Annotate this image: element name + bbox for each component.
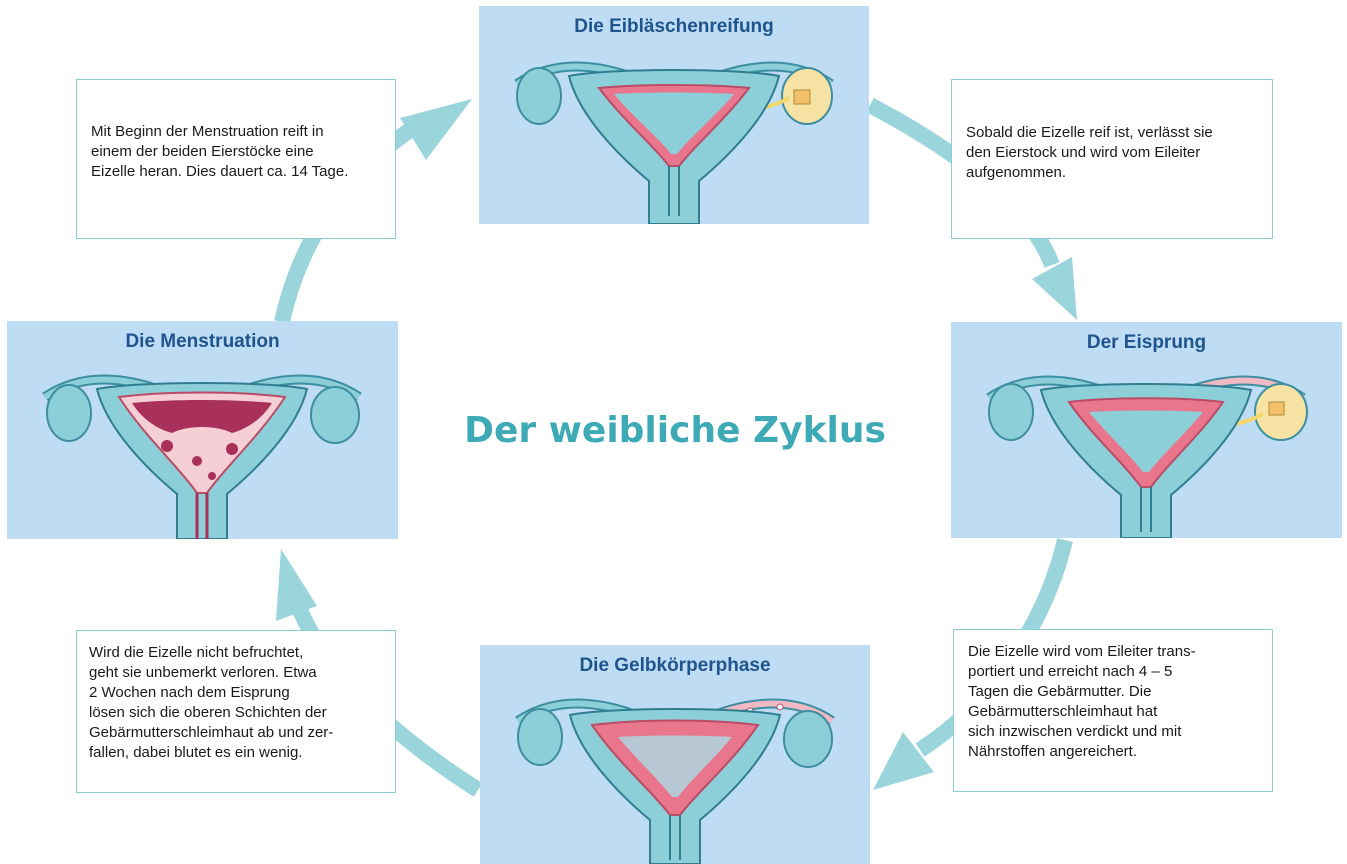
description-menstruation: Wird die Eizelle nicht befruchtet, geht … [76, 630, 396, 793]
stage-title: Die Menstruation [7, 331, 398, 353]
stage-title: Der Eisprung [951, 332, 1342, 354]
arrowhead-to-menstruation [276, 549, 317, 621]
description-ovulation: Sobald die Eizelle reif ist, verlässt si… [951, 79, 1273, 239]
uterus-illustration [480, 645, 870, 864]
description-follicle-ripening: Mit Beginn der Menstruation reift in ein… [76, 79, 396, 239]
uterus-illustration [479, 6, 869, 224]
stage-panel-menstruation: Die Menstruation [7, 321, 398, 539]
uterus-illustration [951, 322, 1342, 538]
arrowhead-to-ovulation [1032, 257, 1077, 320]
stage-panel-corpus-luteum: Die Gelbkörperphase [480, 645, 870, 864]
uterus-illustration [7, 321, 398, 539]
stage-title: Die Gelbkörperphase [480, 655, 870, 677]
stage-panel-ovulation: Der Eisprung [951, 322, 1342, 538]
stage-title: Die Eibläschenreifung [479, 16, 869, 38]
stage-panel-follicle-ripening: Die Eibläschenreifung [479, 6, 869, 224]
diagram-title: Der weibliche Zyklus [430, 410, 920, 451]
arrowhead-to-ripening [400, 99, 472, 160]
description-corpus-luteum: Die Eizelle wird vom Eileiter trans- por… [953, 629, 1273, 792]
